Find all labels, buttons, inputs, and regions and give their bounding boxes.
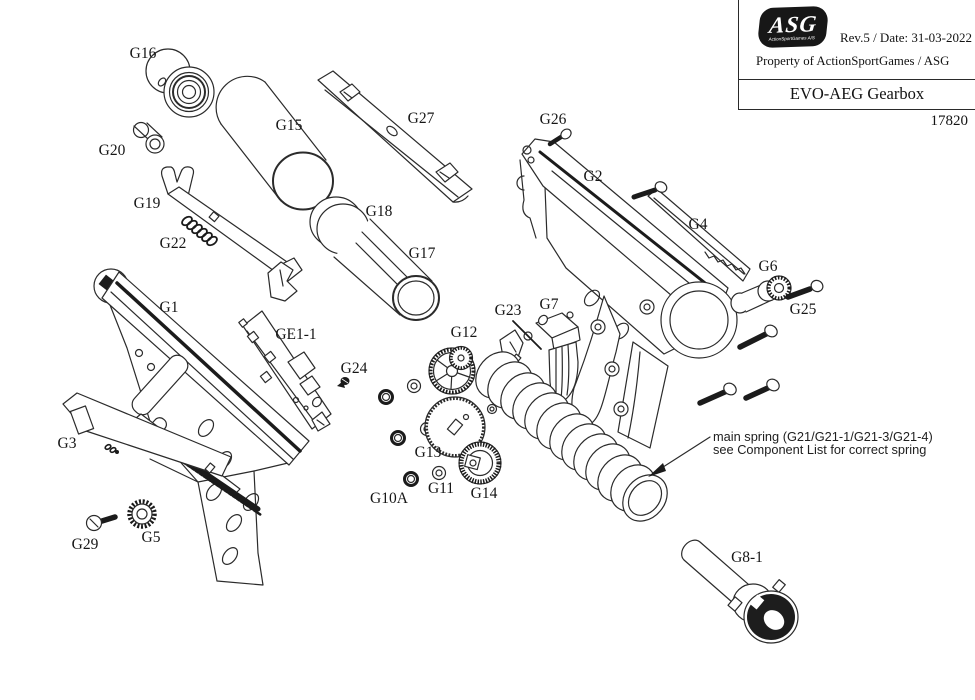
asg-logo: ASG ActionSportGames A/S: [756, 5, 830, 49]
part-g26-screw: [547, 128, 572, 147]
part-g15-cylinder: [215, 75, 334, 211]
part-label-G27: G27: [408, 110, 435, 127]
part-label-G2: G2: [584, 168, 603, 185]
part-g29-screw: [85, 514, 118, 532]
part-label-G12: G12: [451, 324, 478, 341]
part-g7-trigger: [535, 311, 581, 403]
part-g18-g17-piston: [309, 196, 440, 321]
part-label-G10A: G10A: [370, 490, 409, 507]
part-g12-spur-gear: [428, 345, 476, 395]
part-g5-gear: [127, 499, 157, 529]
part-label-G1: G1: [160, 299, 179, 316]
part-label-G8-1: G8-1: [731, 549, 763, 566]
part-label-G22: G22: [160, 235, 187, 252]
part-label-G18: G18: [366, 203, 393, 220]
part-label-G13: G13: [415, 444, 442, 461]
part-g24-screw: [337, 377, 350, 388]
part-label-G29: G29: [72, 536, 99, 553]
part-label-G16: G16: [130, 45, 157, 62]
part-label-G4: G4: [689, 216, 708, 233]
property-notice: Property of ActionSportGames / ASG: [756, 54, 950, 68]
part-g6-gear: [730, 275, 792, 314]
part-label-G24: G24: [341, 360, 368, 377]
part-ge1-1-board: [238, 310, 332, 432]
part-g3-selector-plate: [62, 392, 232, 483]
part-g8-1-spring-guide: [681, 539, 799, 644]
main-spring-note-line1: main spring (G21/G21-1/G21-3/G21-4): [713, 429, 933, 444]
part-screw-above-g4: [631, 181, 668, 200]
part-label-G23: G23: [495, 302, 522, 319]
product-title: EVO-AEG Gearbox: [738, 79, 975, 110]
part-number: 17820: [930, 113, 969, 129]
part-g2-right-shell: [516, 138, 738, 449]
title-block-upper: ASG ActionSportGames A/S Rev.5 / Date: 3…: [738, 0, 975, 79]
part-g22-spring: [181, 215, 218, 247]
part-sector-gear: [424, 396, 486, 458]
asg-logo-subtext: ActionSportGames A/S: [768, 34, 816, 42]
part-label-G7: G7: [540, 296, 559, 313]
part-g14-bevel-gear: [458, 441, 502, 485]
part-g25-screw: [785, 279, 824, 300]
part-main-spring: [475, 351, 668, 522]
title-block: ASG ActionSportGames A/S Rev.5 / Date: 3…: [738, 0, 975, 140]
part-g16-piston-head: [145, 48, 215, 118]
part-label-G19: G19: [134, 195, 161, 212]
main-spring-note-line2: see Component List for correct spring: [713, 442, 926, 457]
part-label-G6: G6: [759, 258, 778, 275]
part-g27-cover-plate: [317, 70, 473, 203]
part-label-G20: G20: [99, 142, 126, 159]
revision-date: Rev.5 / Date: 31-03-2022: [839, 30, 972, 45]
part-label-G17: G17: [409, 245, 436, 262]
part-label-G3: G3: [58, 435, 77, 452]
part-label-GE1-1: GE1-1: [275, 326, 316, 343]
part-label-G14: G14: [471, 485, 498, 502]
part-g20-bushing: [132, 121, 165, 154]
part-label-G26: G26: [540, 111, 567, 128]
part-label-G15: G15: [276, 117, 303, 134]
asg-logo-text: ASG: [768, 10, 819, 38]
main-spring-annotation: main spring (G21/G21-1/G21-3/G21-4) see …: [648, 429, 933, 477]
part-label-G5: G5: [142, 529, 161, 546]
part-label-G25: G25: [790, 301, 817, 318]
part-label-G11: G11: [428, 480, 454, 497]
part-shell-screws: [697, 324, 780, 406]
part-cutoff-lever: [267, 261, 298, 302]
